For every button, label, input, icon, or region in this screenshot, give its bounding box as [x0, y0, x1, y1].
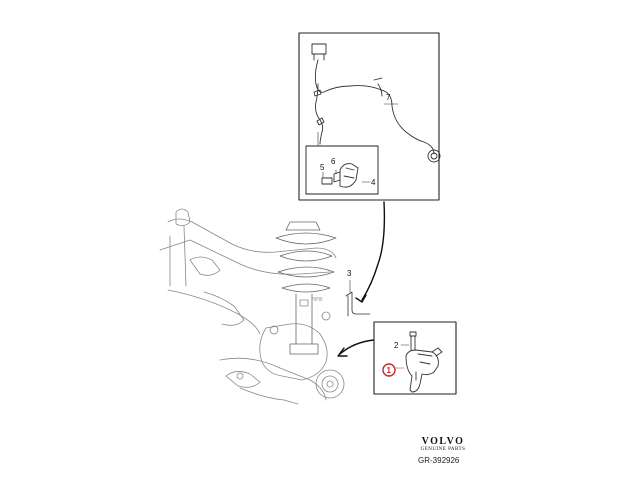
callout-2: 2 — [394, 341, 399, 350]
brand-subtitle: GENUINE PARTS — [420, 447, 466, 452]
volvo-logo: VOLVO GENUINE PARTS — [418, 436, 468, 453]
callout-6: 6 — [331, 157, 336, 166]
reference-number: GR-392926 — [418, 456, 460, 465]
callout-3: 3 — [347, 269, 352, 278]
callout-1: 1 — [387, 366, 392, 375]
clip-detail-box — [305, 145, 379, 195]
callout-5: 5 — [320, 163, 325, 172]
callout-4: 4 — [371, 178, 376, 187]
harness-detail-box — [298, 32, 441, 201]
sensor-detail-box — [373, 321, 457, 395]
suspension-assembly-drawing — [159, 208, 371, 405]
arrow-to-bracket — [361, 201, 386, 301]
arrow-to-hub — [339, 339, 375, 355]
highlight-ring — [382, 363, 396, 377]
callout-7: 7 — [386, 93, 391, 102]
brand-name: VOLVO — [421, 436, 465, 447]
